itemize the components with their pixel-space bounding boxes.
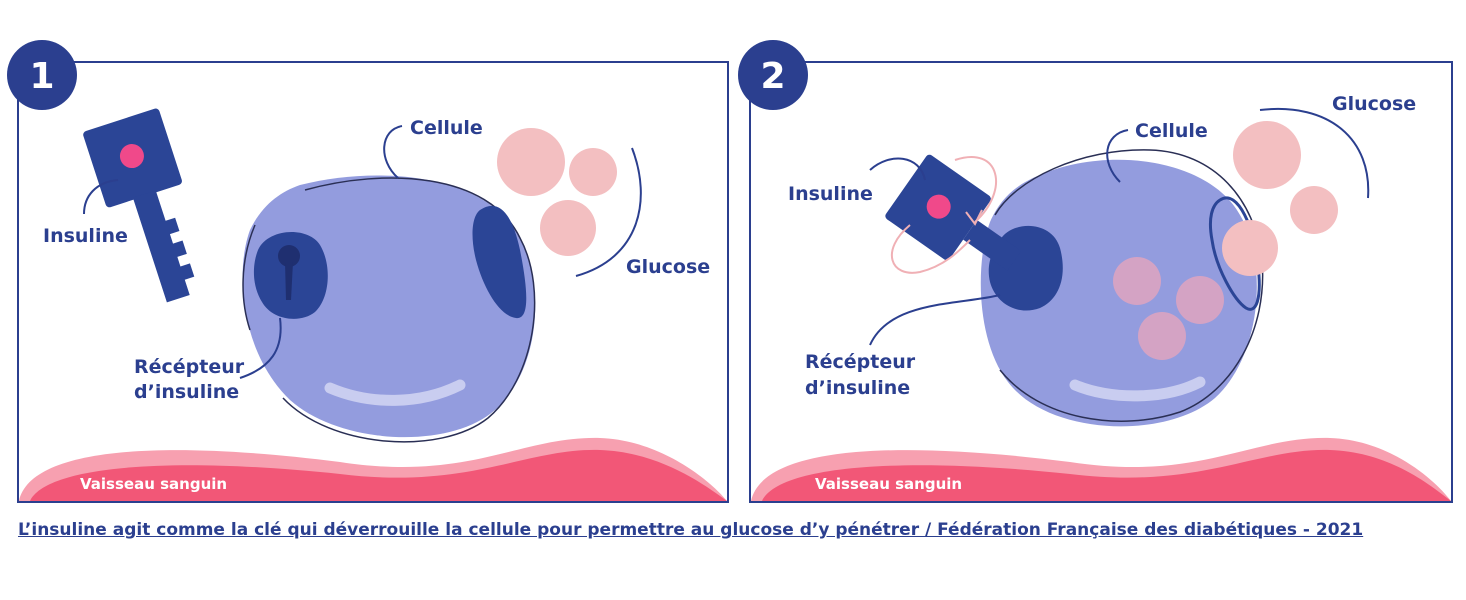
panel-1-glucose-receptor: [472, 205, 527, 319]
panel-2-receptor-label-line2: d’insuline: [805, 377, 910, 399]
panel-1-number: 1: [29, 56, 54, 97]
panel-2-cell-label: Cellule: [1135, 120, 1208, 142]
panel-1-receptor-label-line1: Récépteur: [134, 356, 245, 378]
panel-2-rotation-arrow-icon: [890, 156, 998, 274]
panel-2-cell-pointer: [1106, 129, 1129, 183]
panel-1: Vaisseau sanguin Glucose Cellule: [7, 40, 729, 503]
panel-1-cell-pointer: [383, 125, 403, 179]
panel-1-receptor-pointer: [239, 317, 282, 379]
panel-2-glucose-inside: [1113, 257, 1224, 360]
panel-1-blood-vessel: [19, 437, 727, 501]
caption-link[interactable]: L’insuline agit comme la clé qui déverro…: [18, 520, 1364, 540]
panel-1-glucose-pointer: [575, 147, 642, 277]
panel-2-insulin-key: [885, 154, 1022, 271]
panel-1-vessel-label: Vaisseau sanguin: [80, 475, 227, 493]
panel-2-number: 2: [760, 56, 785, 97]
panel-2-insulin-label: Insuline: [788, 183, 873, 205]
panel-2-glucose-label: Glucose: [1332, 93, 1416, 115]
panel-1-insulin-label: Insuline: [43, 225, 128, 247]
panel-1-glucose-label: Glucose: [626, 256, 710, 278]
panel-2-receptor-pointer: [869, 294, 1001, 346]
panel-1-insulin-pointer: [83, 179, 119, 215]
panel-2-glucose-molecules: [1222, 121, 1338, 276]
panel-2: Vaisseau sanguin Glucose Cellule: [738, 40, 1453, 503]
panel-1-number-badge: [7, 40, 77, 110]
panel-2-receptor-label-line1: Récépteur: [805, 351, 916, 373]
panel-2-blood-vessel: [751, 437, 1451, 501]
panel-1-cell-label: Cellule: [410, 117, 483, 139]
panel-1-receptor-label-line2: d’insuline: [134, 381, 239, 403]
panel-2-glucose-pointer: [1259, 107, 1370, 199]
panel-2-insulin-pointer: [869, 157, 926, 181]
panel-2-number-badge: [738, 40, 808, 110]
panel-2-vessel-label: Vaisseau sanguin: [815, 475, 962, 493]
panel-1-glucose-molecules: [497, 128, 617, 256]
panel-1-receptor: [253, 232, 328, 319]
